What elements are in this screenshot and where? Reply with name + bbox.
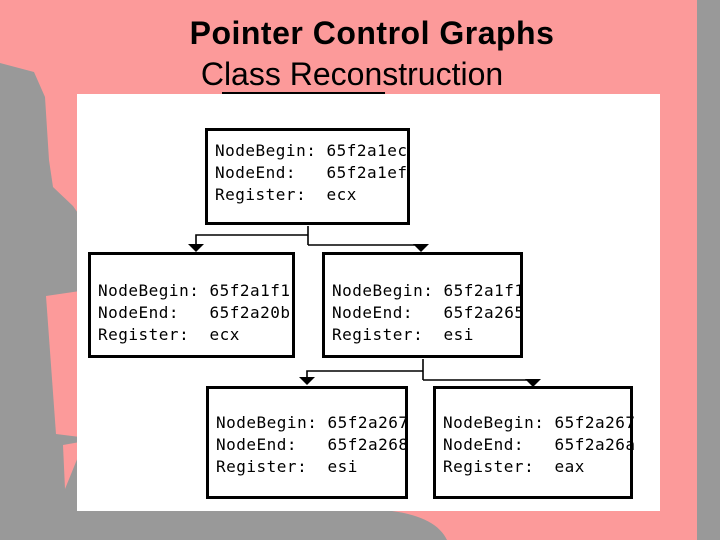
left-silhouette-shape [0, 63, 447, 540]
slide-subtitle: Class Reconstruction [200, 56, 504, 92]
node-line: NodeEnd: 65f2a1ef [215, 163, 408, 182]
node-box-bottom-left: NodeBegin: 65f2a267 NodeEnd: 65f2a268 Re… [206, 386, 408, 499]
node-line: Register: eax [443, 457, 585, 476]
pink-wedge-upper [46, 291, 80, 437]
slide-title: Pointer Control Graphs [189, 15, 555, 51]
node-line: NodeEnd: 65f2a265 [332, 303, 525, 322]
subtitle-underline [222, 92, 385, 94]
node-line: Register: ecx [215, 185, 357, 204]
node-line: NodeBegin: 65f2a267 [443, 413, 636, 432]
node-line: NodeEnd: 65f2a26a [443, 435, 636, 454]
node-box-root: NodeBegin: 65f2a1ec NodeEnd: 65f2a1ef Re… [205, 128, 410, 225]
node-line: Register: ecx [98, 325, 240, 344]
node-line: NodeBegin: 65f2a1f1 [98, 281, 291, 300]
right-edge-stripe [697, 0, 720, 540]
node-line: Register: esi [216, 457, 358, 476]
node-box-bottom-right: NodeBegin: 65f2a267 NodeEnd: 65f2a26a Re… [433, 386, 636, 499]
node-line: NodeBegin: 65f2a1ec [215, 141, 408, 160]
node-line: NodeBegin: 65f2a267 [216, 413, 409, 432]
pink-wedge-lower [63, 442, 80, 489]
node-line: Register: esi [332, 325, 474, 344]
node-box-mid-left: NodeBegin: 65f2a1f1 NodeEnd: 65f2a20b Re… [88, 252, 295, 358]
node-line: NodeEnd: 65f2a20b [98, 303, 291, 322]
node-line: NodeEnd: 65f2a268 [216, 435, 409, 454]
node-box-mid-right: NodeBegin: 65f2a1f1 NodeEnd: 65f2a265 Re… [322, 252, 525, 358]
node-line: NodeBegin: 65f2a1f1 [332, 281, 525, 300]
